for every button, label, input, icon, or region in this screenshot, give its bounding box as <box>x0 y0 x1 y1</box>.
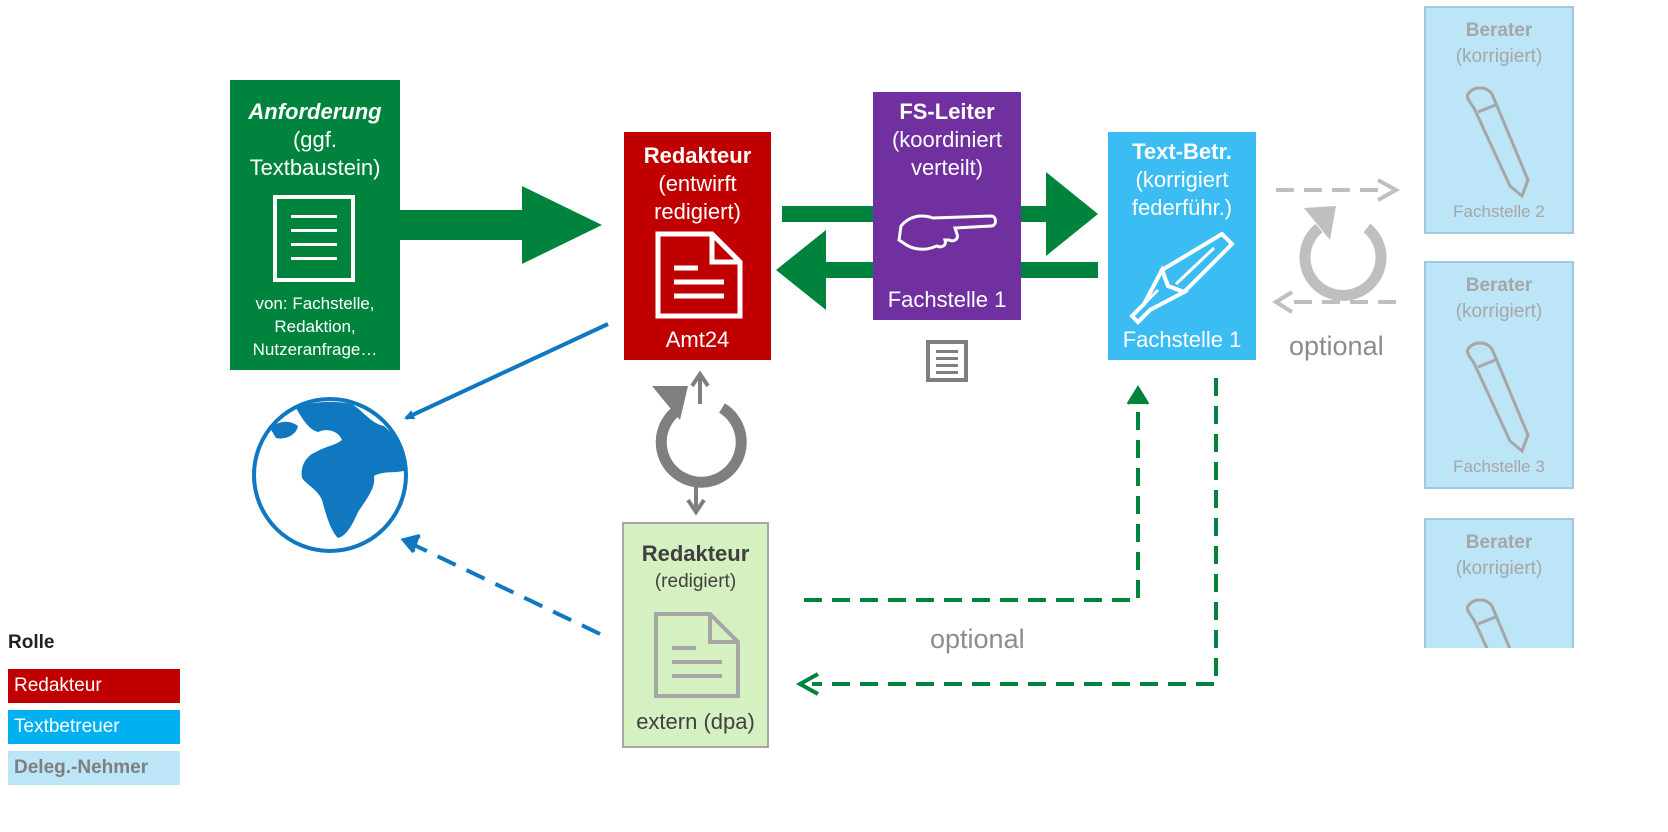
anforderung-title: Anforderung <box>248 99 382 124</box>
optional-label-bottom: optional <box>930 624 1025 654</box>
berater-2-title: Berater <box>1465 275 1533 296</box>
text-betr-line-1: (korrigiert <box>1135 167 1229 192</box>
dashed-extern-to-textbetr-head <box>1126 385 1150 405</box>
text-betr-line-2: federführ.) <box>1131 195 1233 220</box>
document-icon <box>654 612 740 698</box>
redakteur-amt-line-2: redigiert) <box>654 199 741 224</box>
arrow-from-berater-head <box>1272 290 1294 314</box>
cycle-icon-right <box>1299 206 1387 301</box>
arrow-redakteur-to-globe <box>404 322 609 420</box>
cycle-icon-center <box>652 386 747 488</box>
text-betr-box: Text-Betr. (korrigiert federführ.) Fachs… <box>1108 132 1256 360</box>
redakteur-amt-line-1: (entwirft <box>658 171 737 196</box>
fs-leiter-footer: Fachstelle 1 <box>887 287 1007 312</box>
berater-box-2: Berater (korrigiert) Fachstelle 3 <box>1424 261 1574 489</box>
berater-3-subtitle: (korrigiert) <box>1455 558 1543 579</box>
dashed-textbetr-to-extern <box>812 378 1218 686</box>
berater-box-1: Berater (korrigiert) Fachstelle 2 <box>1424 6 1574 234</box>
globe-icon <box>252 397 408 553</box>
berater-1-subtitle: (korrigiert) <box>1455 46 1543 67</box>
berater-box-3: Berater (korrigiert) <box>1424 518 1574 648</box>
fs-leiter-line-2: verteilt) <box>910 155 984 180</box>
berater-1-footer: Fachstelle 2 <box>1453 202 1545 221</box>
redakteur-extern-footer: extern (dpa) <box>636 709 755 734</box>
legend-item-redakteur: Redakteur <box>8 669 180 703</box>
berater-2-footer: Fachstelle 3 <box>1453 457 1545 476</box>
anforderung-box: Anforderung (ggf. Textbaustein) von: Fac… <box>230 80 400 370</box>
fs-leiter-title: FS-Leiter <box>899 99 995 124</box>
redakteur-extern-title: Redakteur <box>641 541 750 566</box>
arrow-to-berater-head <box>1377 178 1401 202</box>
legend-item-deleg-nehmer: Deleg.-Nehmer <box>8 751 180 785</box>
arrow-anforderung-to-redakteur <box>398 186 602 264</box>
document-lines-icon <box>273 195 355 282</box>
legend-title: Rolle <box>8 632 55 653</box>
document-lines-icon-small <box>926 340 968 382</box>
anforderung-from-1: von: Fachstelle, <box>255 294 375 313</box>
redakteur-amt-box: Redakteur (entwirft redigiert) Amt24 <box>624 132 771 360</box>
anforderung-from-3: Nutzeranfrage… <box>252 340 378 359</box>
legend-item-textbetreuer: Textbetreuer <box>8 710 180 744</box>
redakteur-extern-subtitle: (redigiert) <box>654 571 737 592</box>
text-betr-footer: Fachstelle 1 <box>1122 327 1242 352</box>
fs-leiter-line-1: (koordiniert <box>891 127 1003 152</box>
text-betr-title: Text-Betr. <box>1132 139 1232 164</box>
berater-3-title: Berater <box>1465 532 1533 553</box>
pen-icon <box>1466 598 1512 648</box>
dashed-textbetr-to-extern-head <box>795 672 819 696</box>
dashed-extern-to-textbetr <box>804 396 1140 602</box>
berater-2-subtitle: (korrigiert) <box>1455 301 1543 322</box>
redakteur-extern-box: Redakteur (redigiert) extern (dpa) <box>622 522 769 748</box>
fs-leiter-box: FS-Leiter (koordiniert verteilt) Fachste… <box>873 92 1021 320</box>
anforderung-line-1: (ggf. <box>292 127 338 152</box>
berater-1-title: Berater <box>1465 20 1533 41</box>
optional-label-right: optional <box>1289 331 1384 361</box>
arrow-up-small-head <box>690 370 710 388</box>
fountain-pen-icon <box>1129 231 1235 325</box>
pen-icon <box>1466 341 1530 454</box>
document-icon <box>655 231 743 319</box>
arrow-extern-to-globe <box>411 542 601 636</box>
anforderung-line-2: Textbaustein) <box>249 155 381 180</box>
pen-icon <box>1466 86 1530 199</box>
arrow-down-small-head <box>686 498 706 516</box>
arrow-extern-to-globe-head <box>400 534 421 554</box>
redakteur-amt-title: Redakteur <box>643 143 752 168</box>
anforderung-from-2: Redaktion, <box>274 317 356 336</box>
pointing-hand-icon <box>897 214 997 251</box>
redakteur-amt-footer: Amt24 <box>665 327 730 352</box>
